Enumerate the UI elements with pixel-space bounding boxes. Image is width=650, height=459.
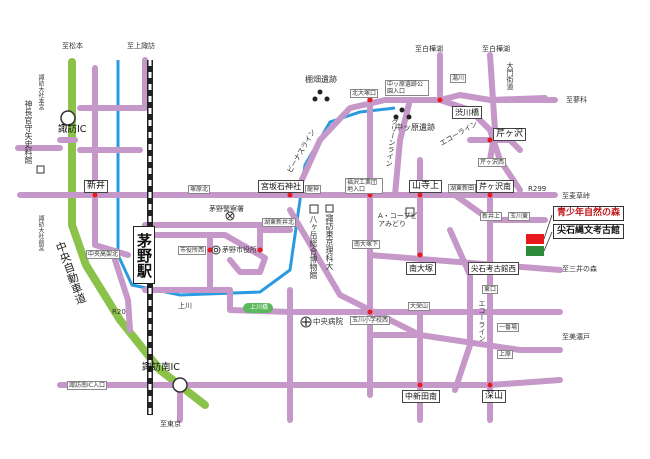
int-shiyakusho-nishi: 市役所西 (178, 246, 207, 255)
dir-sannomori: 至三井の森 (562, 265, 597, 273)
museum-label: 八ヶ岳総合博物館 (309, 215, 318, 279)
police-icon (225, 211, 235, 221)
road-green (392, 97, 413, 198)
suwa-ic-label: 諏訪IC (58, 124, 87, 135)
road-label-r299: R299 (528, 185, 547, 193)
road-otsuka (367, 252, 563, 273)
nakappara-label: 中ッ原遺跡 (395, 123, 435, 132)
int-tamagawa-e: 玉川東 (508, 212, 531, 221)
museum-marker (309, 204, 319, 214)
cityhall-icon (211, 245, 221, 255)
int-kitaotsuka: 北大塚口 (350, 89, 379, 98)
maemiya-label: 諏訪大社前宮 (37, 215, 44, 251)
seishonen-marker (526, 234, 544, 244)
acoop-marker (405, 207, 415, 217)
int-ooshio: 湖東新井北 (262, 218, 297, 227)
signal-markers (92, 97, 493, 388)
int-arai: 新井 (84, 180, 109, 193)
dir-kamisuwa: 至上諏訪 (127, 42, 155, 50)
kamikawa-bridge-marker (243, 303, 273, 313)
kamikawa-bridge-label: 上川橋 (250, 304, 269, 311)
nakappara-dots (393, 107, 412, 120)
int-kamiokubo: 湯川 (450, 74, 467, 83)
int-nakaoji: 中ッ原遺跡公園入口 (385, 80, 429, 96)
int-tamagawa: 玉川小学校西 (350, 316, 391, 325)
int-tsukahara: 塚原北 (188, 185, 211, 194)
hospital-icon (300, 316, 312, 328)
road-kamisuwa (92, 65, 131, 258)
dir-mugikusa: 至麦草峠 (562, 192, 590, 200)
suwa-minami-ic-label: 諏訪南IC (142, 362, 180, 373)
univ-label: 諏訪東京理科大 (325, 214, 334, 270)
int-nishi: 南大塚下 (352, 240, 381, 249)
int-ichimai: 一番場 (497, 323, 520, 332)
int-togariishi-k: 尖石考古館西 (468, 262, 519, 275)
shinsen-marker (36, 165, 45, 174)
int-serigasawa: 芹ヶ沢 (493, 128, 527, 141)
int-okubo: 大栄山 (408, 302, 431, 311)
road-label-omon: 大門街道 (506, 62, 514, 90)
road-shibukawa (437, 97, 503, 163)
togariishi-leader (543, 231, 553, 252)
int-serigasawa-n: 芹ヶ沢西 (478, 158, 507, 167)
shinsen-label: 神長官守矢史料館 (24, 100, 33, 164)
dir-tokyo: 至東京 (160, 420, 181, 428)
togariishi-marker (526, 246, 544, 256)
suwa-minami-ic-marker (172, 377, 188, 393)
acoop-label: A・コープピアみどり (378, 212, 418, 228)
road-label-kamikawa: 上川 (178, 302, 192, 310)
int-jinguji: 宮坂石神社 (258, 180, 304, 193)
road-r20 (112, 257, 133, 333)
dir-shirakaba-1: 至白樺湖 (415, 45, 443, 53)
int-kaido-b: 新井上 (480, 212, 503, 221)
int-ogishi2: 福沢工業団地入口 (345, 178, 383, 194)
dir-tateshina: 至蓼科 (566, 96, 587, 104)
int-minamiotsuka: 南大塚 (406, 262, 436, 275)
int-chuokouko: 中央高架北 (86, 250, 121, 259)
road-label-r20: R20 (112, 308, 126, 316)
police-label: 茅野警察署 (209, 205, 244, 213)
int-fukayama: 深山 (482, 390, 507, 403)
int-ryuhi: 龍神 (305, 185, 322, 194)
seishonen-leader (543, 214, 553, 240)
hospital-label: 中央病院 (313, 317, 343, 326)
road-ring (227, 287, 563, 315)
int-shibukawa: 渋川橋 (452, 106, 482, 119)
cityhall-label: 茅野市役所 (222, 246, 257, 254)
int-kamihara: 上原 (497, 350, 514, 359)
dir-minoseto: 至美濃戸 (562, 333, 590, 341)
suwa-ic-marker (60, 110, 76, 126)
dir-shirakaba-2: 至白樺湖 (482, 45, 510, 53)
sakaba-dots (312, 89, 330, 102)
road-label-ecoline: エコーライン (478, 300, 486, 342)
int-suwa-ic-entrance: 諏訪南IC入口 (67, 381, 107, 390)
int-higashi: 東口 (482, 285, 499, 294)
honmiya-label: 諏訪大社本宮 (37, 74, 44, 110)
seishonen-label: 青少年自然の森 (553, 206, 625, 221)
sakaba-label: 棚畑遺跡 (305, 75, 337, 84)
int-kaido-a: 湖東新田 (448, 184, 477, 193)
dir-matsumoto: 至松本 (62, 42, 83, 50)
int-nakashinden: 中新田南 (402, 390, 440, 403)
int-yamanoue: 山寺上 (409, 180, 443, 193)
togariishi-label: 尖石縄文考古館 (553, 224, 625, 239)
chino-station: 茅野駅 (133, 226, 155, 284)
int-chinosawa: 芹ヶ沢南 (476, 180, 514, 193)
univ-marker (325, 204, 334, 213)
